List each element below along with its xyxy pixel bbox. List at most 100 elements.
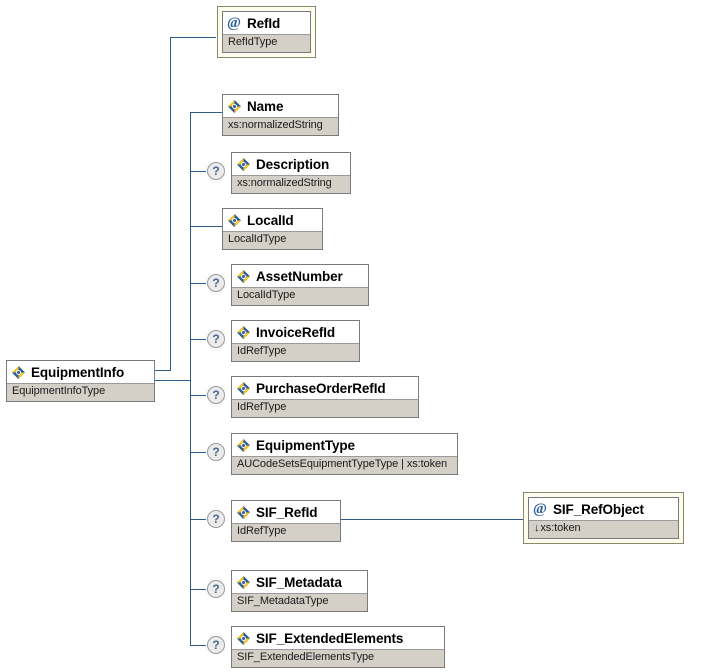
node-sifextendedelements[interactable]: SIF_ExtendedElements SIF_ExtendedElement… [231, 626, 445, 668]
connector-branch-sifmetadata [190, 589, 206, 590]
node-description-type: xs:normalizedString [232, 175, 350, 193]
node-localid-inner: LocalId LocalIdType [222, 208, 323, 250]
node-refid-inner: @ RefId RefIdType [222, 11, 311, 53]
node-assetnumber-inner: AssetNumber LocalIdType [231, 264, 369, 306]
node-equipmentinfo-label: EquipmentInfo [31, 364, 125, 380]
node-localid-label: LocalId [247, 212, 294, 228]
node-sifrefobject-title: @ SIF_RefObject [529, 498, 678, 520]
node-sifrefobject-type-text: xs:token [540, 522, 581, 534]
node-name[interactable]: Name xs:normalizedString [222, 94, 339, 136]
node-invoicerefid[interactable]: InvoiceRefId IdRefType [231, 320, 360, 362]
node-sifrefid-title: SIF_RefId [232, 501, 340, 523]
element-icon [227, 213, 242, 227]
node-description-title: Description [232, 153, 350, 175]
node-refid-type: RefIdType [223, 34, 310, 52]
connector-branch-assetnumber [190, 283, 206, 284]
node-sifrefid-type: IdRefType [232, 523, 340, 541]
node-sifmetadata-type: SIF_MetadataType [232, 593, 367, 611]
node-localid-type: LocalIdType [223, 231, 322, 249]
node-equipmenttype[interactable]: EquipmentType AUCodeSetsEquipmentTypeTyp… [231, 433, 458, 475]
node-name-title: Name [223, 95, 338, 117]
node-sifextendedelements-label: SIF_ExtendedElements [256, 630, 404, 646]
node-sifextendedelements-title: SIF_ExtendedElements [232, 627, 444, 649]
element-icon [236, 438, 251, 452]
connector-branch-equipmenttype [190, 452, 206, 453]
attribute-icon: @ [533, 500, 547, 517]
connector-branch-purchaseorderrefid [190, 395, 206, 396]
node-sifmetadata[interactable]: SIF_Metadata SIF_MetadataType [231, 570, 368, 612]
node-sifrefobject-type: ↓xs:token [529, 520, 678, 538]
node-sifmetadata-inner: SIF_Metadata SIF_MetadataType [231, 570, 368, 612]
node-name-inner: Name xs:normalizedString [222, 94, 339, 136]
node-equipmentinfo-title: EquipmentInfo [7, 361, 154, 383]
element-icon [236, 325, 251, 339]
optional-marker-equipmenttype: ? [207, 443, 225, 461]
connector-attr-trunk [170, 37, 171, 371]
node-purchaseorderrefid-inner: PurchaseOrderRefId IdRefType [231, 376, 419, 418]
connector-branch-localid [190, 226, 222, 227]
connector-branch-sifextendedelements [190, 645, 206, 646]
connector-attr-to-refid [170, 37, 216, 38]
node-assetnumber-title: AssetNumber [232, 265, 368, 287]
node-invoicerefid-inner: InvoiceRefId IdRefType [231, 320, 360, 362]
node-description-label: Description [256, 156, 330, 172]
element-icon [236, 157, 251, 171]
element-icon [11, 365, 26, 379]
connector-branch-name [190, 112, 222, 113]
node-sifrefid[interactable]: SIF_RefId IdRefType [231, 500, 341, 542]
node-purchaseorderrefid-label: PurchaseOrderRefId [256, 380, 386, 396]
node-refid[interactable]: @ RefId RefIdType [217, 6, 316, 58]
node-equipmenttype-type: AUCodeSetsEquipmentTypeType | xs:token [232, 456, 457, 474]
node-sifextendedelements-inner: SIF_ExtendedElements SIF_ExtendedElement… [231, 626, 445, 668]
node-sifrefobject-label: SIF_RefObject [552, 501, 644, 517]
node-refid-title: @ RefId [223, 12, 310, 34]
node-localid[interactable]: LocalId LocalIdType [222, 208, 323, 250]
optional-marker-purchaseorderrefid: ? [207, 386, 225, 404]
element-icon [236, 269, 251, 283]
node-equipmentinfo-type: EquipmentInfoType [7, 383, 154, 401]
node-description[interactable]: Description xs:normalizedString [231, 152, 351, 194]
node-sifmetadata-title: SIF_Metadata [232, 571, 367, 593]
optional-marker-sifextendedelements: ? [207, 636, 225, 654]
optional-marker-description: ? [207, 162, 225, 180]
node-equipmenttype-inner: EquipmentType AUCodeSetsEquipmentTypeTyp… [231, 433, 458, 475]
node-sifmetadata-label: SIF_Metadata [256, 574, 342, 590]
element-icon [236, 575, 251, 589]
connector-elem-trunk [190, 112, 191, 645]
optional-marker-sifrefid: ? [207, 510, 225, 528]
node-name-type: xs:normalizedString [223, 117, 338, 135]
node-invoicerefid-type: IdRefType [232, 343, 359, 361]
node-assetnumber-type: LocalIdType [232, 287, 368, 305]
node-invoicerefid-title: InvoiceRefId [232, 321, 359, 343]
node-sifextendedelements-type: SIF_ExtendedElementsType [232, 649, 444, 667]
node-equipmenttype-title: EquipmentType [232, 434, 457, 456]
node-sifrefid-inner: SIF_RefId IdRefType [231, 500, 341, 542]
node-name-label: Name [247, 98, 284, 114]
connector-branch-invoicerefid [190, 339, 206, 340]
node-equipmenttype-label: EquipmentType [256, 437, 355, 453]
optional-marker-assetnumber: ? [207, 274, 225, 292]
optional-marker-sifmetadata: ? [207, 580, 225, 598]
connector-root-elem-stub [154, 380, 190, 381]
node-refid-label: RefId [246, 15, 281, 31]
node-purchaseorderrefid-title: PurchaseOrderRefId [232, 377, 418, 399]
node-description-inner: Description xs:normalizedString [231, 152, 351, 194]
node-assetnumber[interactable]: AssetNumber LocalIdType [231, 264, 369, 306]
node-purchaseorderrefid[interactable]: PurchaseOrderRefId IdRefType [231, 376, 419, 418]
connector-root-attr-stub [154, 370, 171, 371]
node-localid-title: LocalId [223, 209, 322, 231]
element-icon [236, 631, 251, 645]
element-icon [236, 505, 251, 519]
node-sifrefobject-inner: @ SIF_RefObject ↓xs:token [528, 497, 679, 539]
node-equipmentinfo-inner: EquipmentInfo EquipmentInfoType [6, 360, 155, 402]
node-equipmentinfo[interactable]: EquipmentInfo EquipmentInfoType [6, 360, 155, 402]
node-purchaseorderrefid-type: IdRefType [232, 399, 418, 417]
connector-sifrefid-to-sifrefobject [340, 519, 524, 520]
element-icon [227, 99, 242, 113]
node-assetnumber-label: AssetNumber [256, 268, 343, 284]
connector-branch-sifrefid [190, 519, 206, 520]
connector-branch-description [190, 171, 206, 172]
element-icon [236, 381, 251, 395]
node-sifrefobject[interactable]: @ SIF_RefObject ↓xs:token [523, 492, 684, 544]
